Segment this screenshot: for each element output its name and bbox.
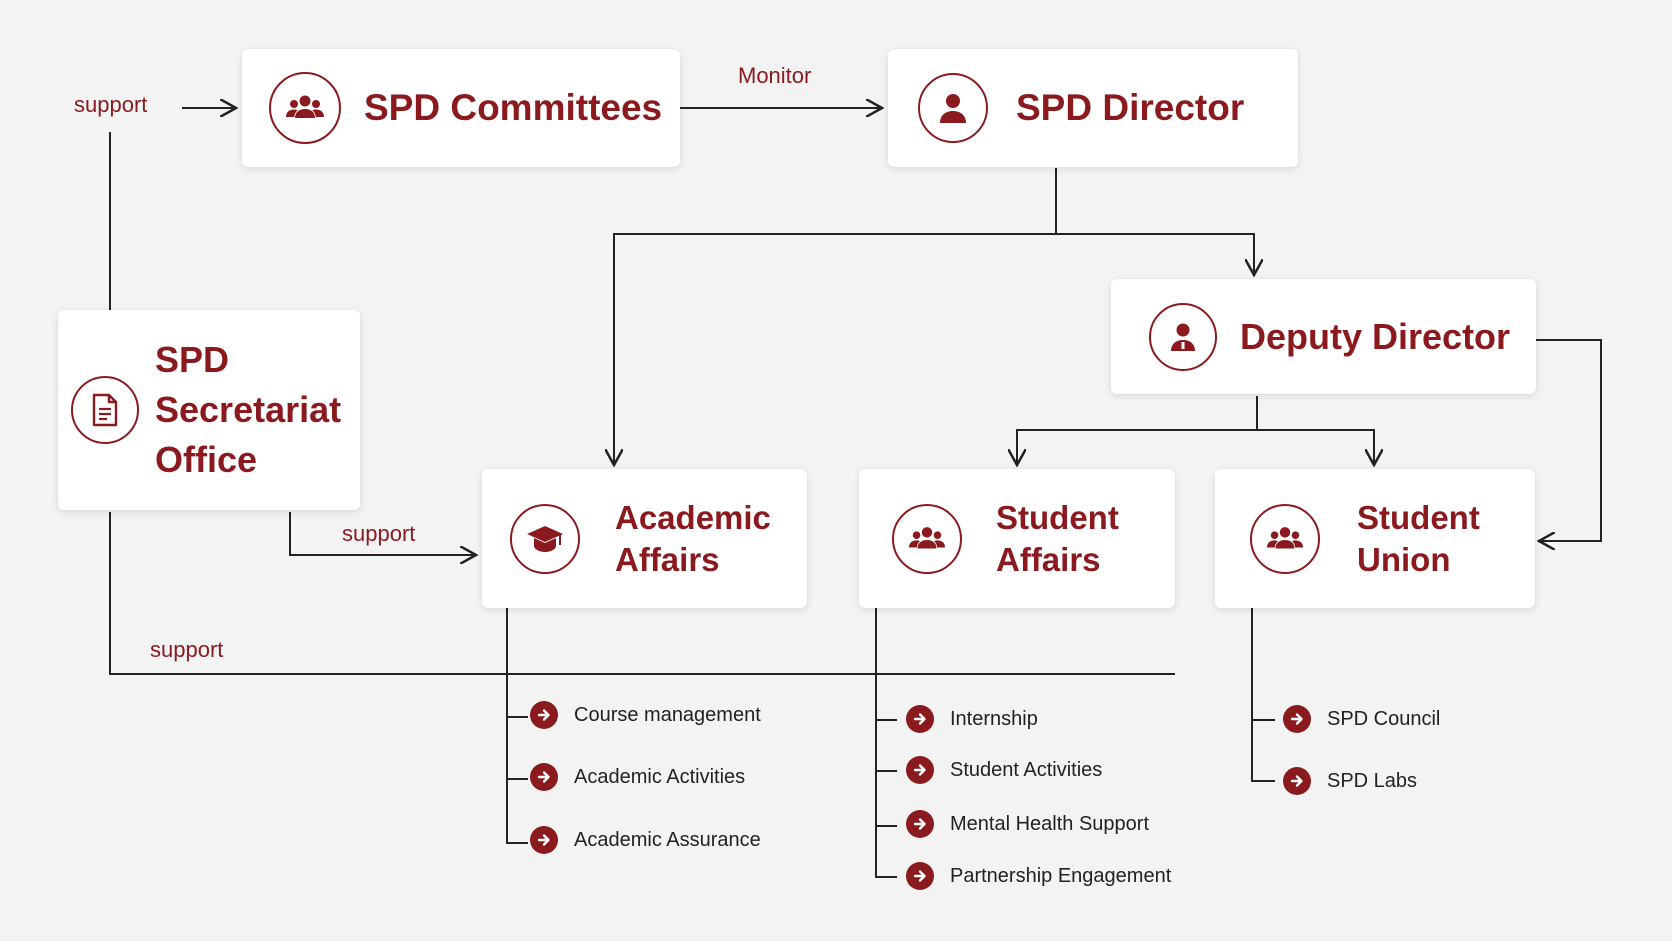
node-title: Student Union <box>1357 498 1480 578</box>
edge-director-academic <box>614 168 1057 465</box>
node-title: SPD Director <box>1016 87 1245 128</box>
task-label: Academic Assurance <box>574 828 761 851</box>
group-icon <box>892 503 962 574</box>
node-academic-affairs: Academic Affairs <box>482 469 807 608</box>
task-item: SPD Labs <box>1283 767 1417 795</box>
node-spd-secretariat-office: SPD Secretariat Office <box>58 310 360 510</box>
node-spd-director: SPD Director <box>888 49 1298 167</box>
edge-label-monitor: Monitor <box>738 63 812 88</box>
task-label: Internship <box>950 707 1038 730</box>
task-label: Mental Health Support <box>950 812 1150 835</box>
task-label: SPD Council <box>1327 707 1441 730</box>
person-icon <box>918 73 988 143</box>
arrow-right-icon <box>530 826 558 854</box>
edge-secretariat-bottom <box>109 512 1175 675</box>
arrow-right-icon <box>530 763 558 791</box>
edge-label-support-academic: support <box>342 521 416 546</box>
task-item: Mental Health Support <box>906 810 1149 838</box>
edge-label-support-bottom: support <box>150 637 224 662</box>
task-label: Student Activities <box>950 758 1103 781</box>
task-item: Course management <box>530 701 761 729</box>
task-item: Student Activities <box>906 756 1102 784</box>
node-student-union: Student Union <box>1215 469 1535 608</box>
task-item: Internship <box>906 705 1038 733</box>
node-deputy-director: Deputy Director <box>1111 279 1536 394</box>
task-item: Academic Assurance <box>530 826 761 854</box>
edge-deputy-branch <box>1017 396 1258 465</box>
edge-director-deputy <box>1056 233 1254 275</box>
edge-secretariat-academic <box>289 512 476 555</box>
graduation-cap-icon <box>510 503 580 574</box>
edge-deputy-union <box>1257 429 1374 465</box>
task-label: Partnership Engagement <box>950 864 1172 887</box>
student-union-tree <box>1251 608 1275 782</box>
task-label: Academic Activities <box>574 765 746 788</box>
node-spd-committees: SPD Committees <box>242 49 680 167</box>
arrow-right-icon <box>906 705 934 733</box>
arrow-right-icon <box>906 810 934 838</box>
group-icon <box>269 72 341 144</box>
task-label: Course management <box>574 703 761 726</box>
group-icon <box>1250 503 1320 574</box>
arrow-right-icon <box>906 756 934 784</box>
node-title: Deputy Director <box>1240 315 1511 357</box>
task-item: Partnership Engagement <box>906 862 1171 890</box>
document-icon <box>71 376 139 444</box>
arrow-right-icon <box>1283 767 1311 795</box>
edge-label-support-top: support <box>74 92 148 117</box>
node-title: Academic Affairs <box>615 498 771 578</box>
arrow-right-icon <box>530 701 558 729</box>
node-student-affairs: Student Affairs <box>859 469 1175 608</box>
student-affairs-tree <box>875 608 897 878</box>
node-title: SPD Committees <box>364 87 663 128</box>
task-item: Academic Activities <box>530 763 745 791</box>
arrow-right-icon <box>906 862 934 890</box>
academic-tree <box>506 608 528 844</box>
task-label: SPD Labs <box>1327 769 1418 792</box>
person-badge-icon <box>1149 302 1217 371</box>
node-title: SPD Secretariat Office <box>155 339 342 480</box>
task-item: SPD Council <box>1283 705 1440 733</box>
node-title: Student Affairs <box>996 498 1119 578</box>
edge-deputy-union-side <box>1536 339 1602 541</box>
arrow-right-icon <box>1283 705 1311 733</box>
